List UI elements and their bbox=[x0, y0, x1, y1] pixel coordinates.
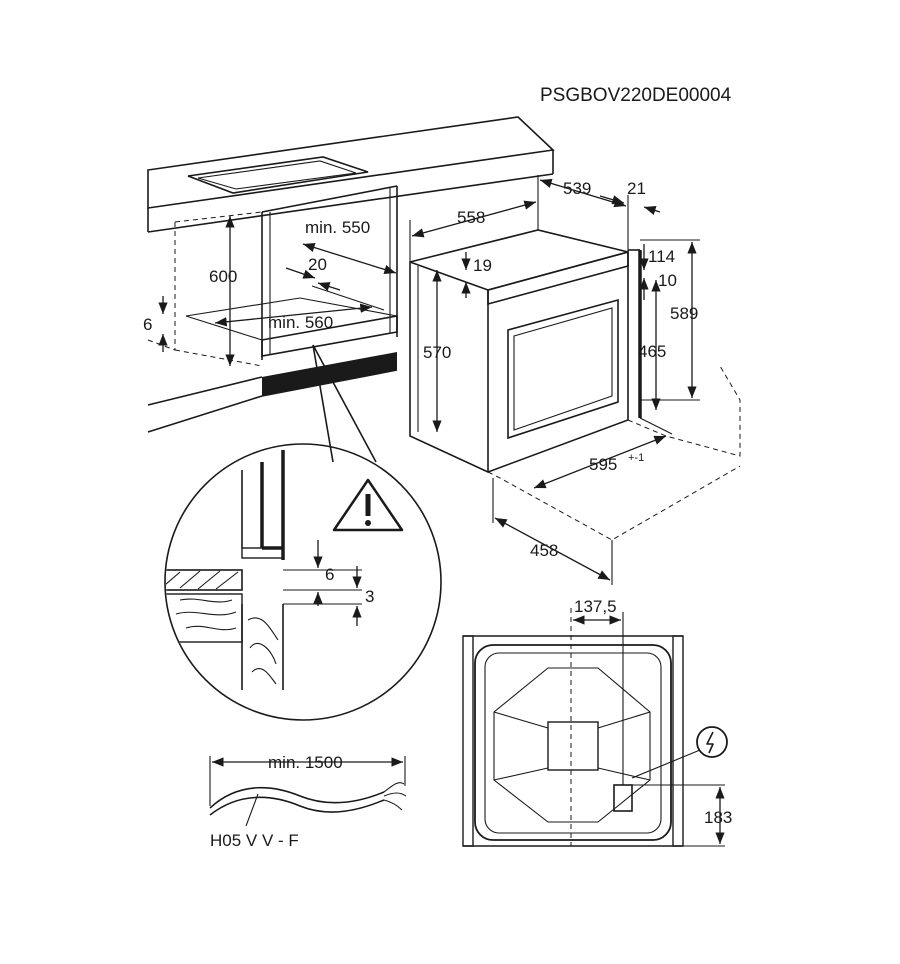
detail-circle bbox=[164, 443, 442, 721]
oven-rear-view: 137,5 183 bbox=[462, 597, 732, 847]
dim-595-tolerance: +-1 bbox=[628, 452, 644, 464]
dim-183: 183 bbox=[704, 808, 732, 827]
detail-dim-3: 3 bbox=[365, 587, 374, 606]
power-cable: min. 1500 H05 V V - F bbox=[209, 753, 407, 850]
dim-595: 595 bbox=[589, 455, 617, 474]
dim-570: 570 bbox=[423, 343, 451, 362]
dim-458: 458 bbox=[530, 541, 558, 560]
dim-10: 10 bbox=[658, 271, 677, 290]
fan-cover bbox=[547, 721, 599, 771]
dim-558: 558 bbox=[457, 208, 485, 227]
dim-20: 20 bbox=[308, 255, 327, 274]
oven-dimensions: 539 21 558 19 570 114 10 465 589 595 +-1… bbox=[409, 175, 700, 585]
control-panel bbox=[487, 250, 629, 306]
dim-589: 589 bbox=[670, 304, 698, 323]
cabinet-dimensions: 600 min. 550 20 min. 560 6 bbox=[143, 216, 397, 366]
oven bbox=[409, 229, 741, 541]
dim-19: 19 bbox=[473, 256, 492, 275]
dim-600: 600 bbox=[209, 267, 237, 286]
oven-door-window bbox=[507, 298, 619, 440]
detail-magnifier: 6 3 bbox=[164, 344, 442, 721]
detail-dim-6: 6 bbox=[325, 565, 334, 584]
dim-6: 6 bbox=[143, 315, 152, 334]
electric-connection-icon bbox=[696, 726, 728, 758]
dim-min-550: min. 550 bbox=[305, 218, 370, 237]
dim-137-5: 137,5 bbox=[574, 597, 617, 616]
dim-21: 21 bbox=[627, 179, 646, 198]
dim-465: 465 bbox=[638, 342, 666, 361]
warning-triangle-icon bbox=[332, 478, 404, 532]
hob bbox=[187, 156, 369, 194]
dim-539: 539 bbox=[563, 179, 591, 198]
dim-114: 114 bbox=[648, 247, 675, 266]
cable-type-label: H05 V V - F bbox=[210, 831, 299, 850]
dim-min-560: min. 560 bbox=[268, 313, 333, 332]
dim-min-1500: min. 1500 bbox=[268, 753, 343, 772]
drawing-code: PSGBOV220DE00004 bbox=[540, 85, 732, 106]
